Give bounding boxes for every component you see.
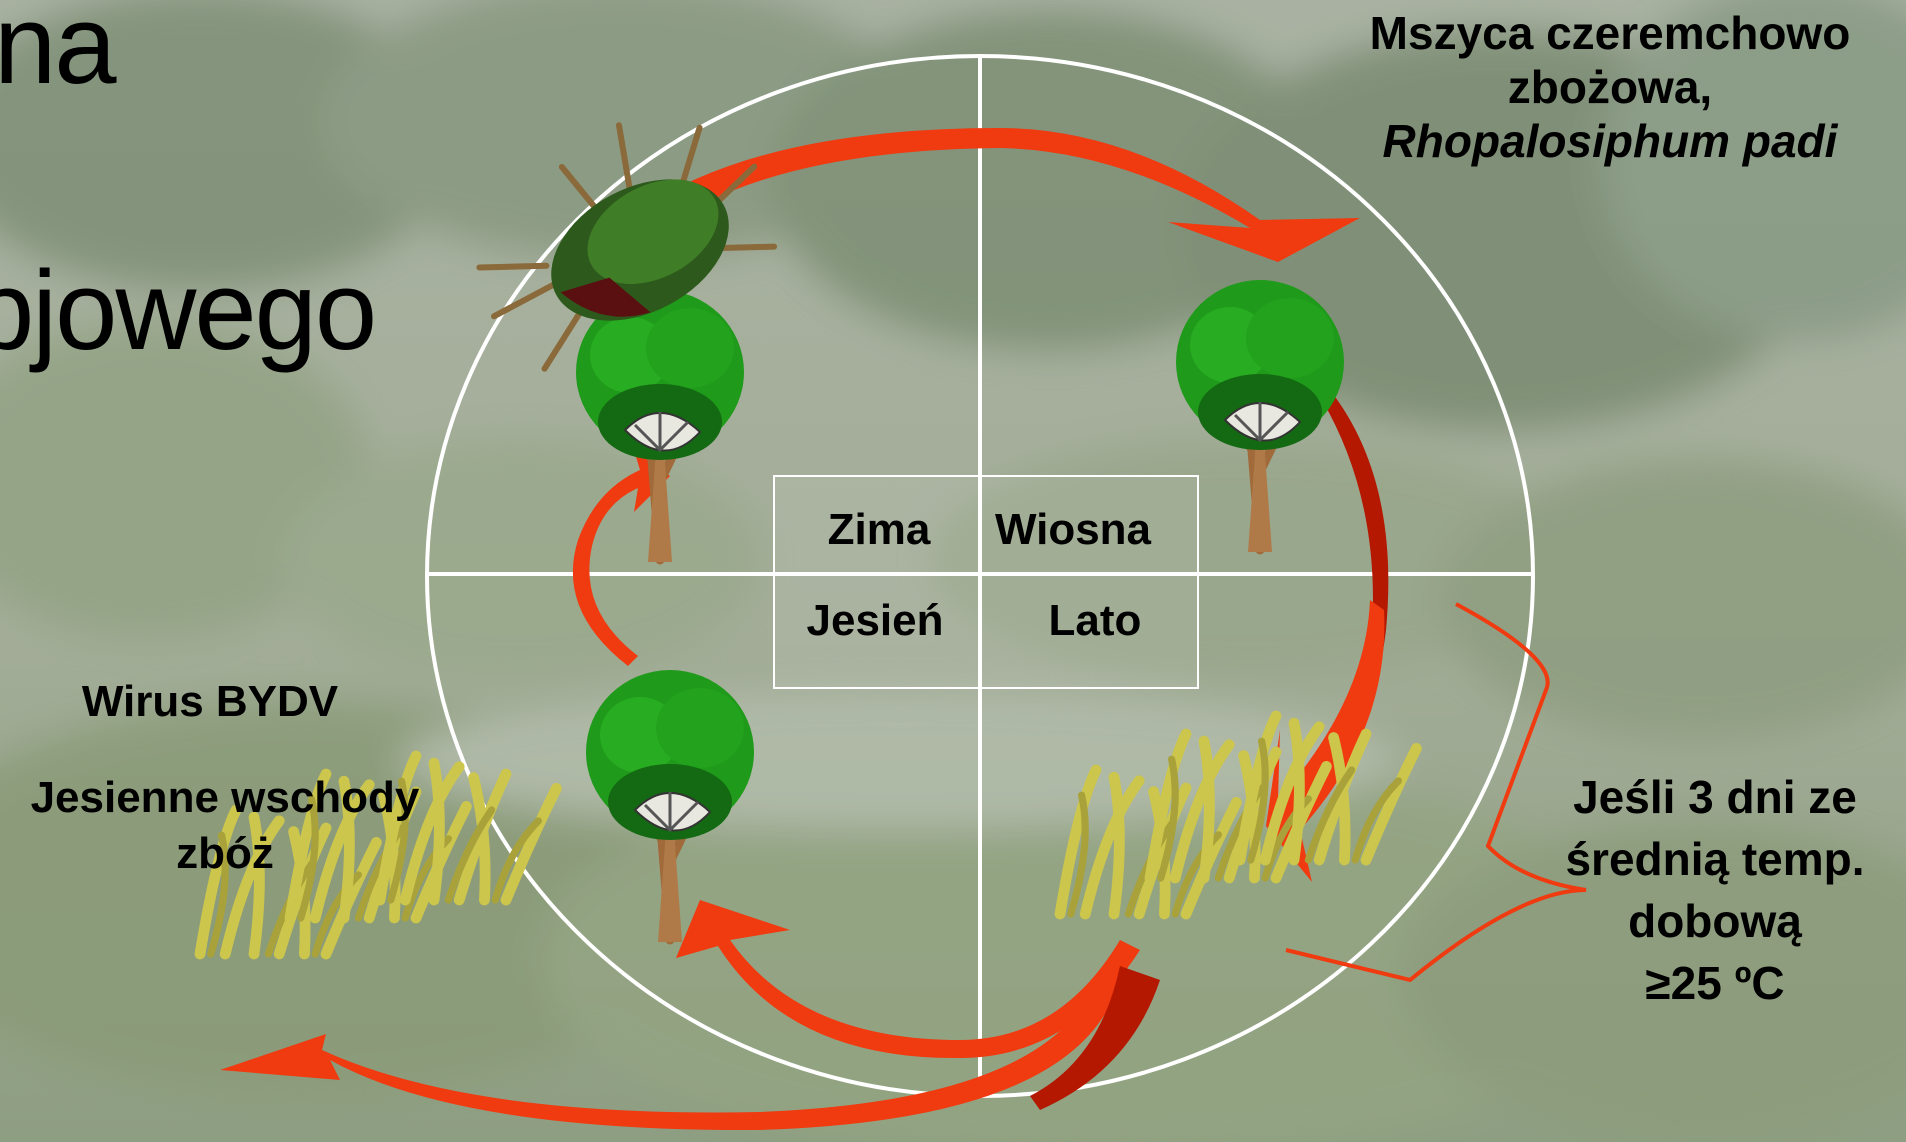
condition-line: dobową: [1530, 890, 1900, 952]
species-label: Mszyca czeremchowo zbożowa, Rhopalosiphu…: [1300, 6, 1906, 168]
host-label: Jesienne wschody zbóż: [0, 770, 450, 882]
season-label-autumn: Jesień: [770, 596, 980, 646]
host-label-line: Jesienne wschody: [0, 770, 450, 826]
season-label-winter: Zima: [774, 505, 984, 555]
condition-line: ≥25 ºC: [1530, 952, 1900, 1014]
season-label-summer: Lato: [990, 596, 1200, 646]
arrow-winter-to-spring: [640, 128, 1360, 262]
species-name-line: zbożowa,: [1300, 60, 1906, 114]
host-label-line: zbóż: [0, 826, 450, 882]
season-label-spring: Wiosna: [968, 505, 1178, 555]
page-title-fragment: bjowego: [0, 246, 375, 375]
condition-note: Jeśli 3 dni ze średnią temp. dobową ≥25 …: [1530, 766, 1900, 1014]
grass-icon: [1060, 716, 1416, 914]
condition-line: średnią temp.: [1530, 828, 1900, 890]
tree-icon: [586, 670, 754, 942]
condition-line: Jeśli 3 dni ze: [1530, 766, 1900, 828]
virus-label: Wirus BYDV: [60, 674, 360, 730]
species-latin-name: Rhopalosiphum padi: [1300, 114, 1906, 168]
tree-icon: [1176, 280, 1344, 552]
page-title-fragment: na: [0, 0, 115, 109]
species-name-line: Mszyca czeremchowo: [1300, 6, 1906, 60]
